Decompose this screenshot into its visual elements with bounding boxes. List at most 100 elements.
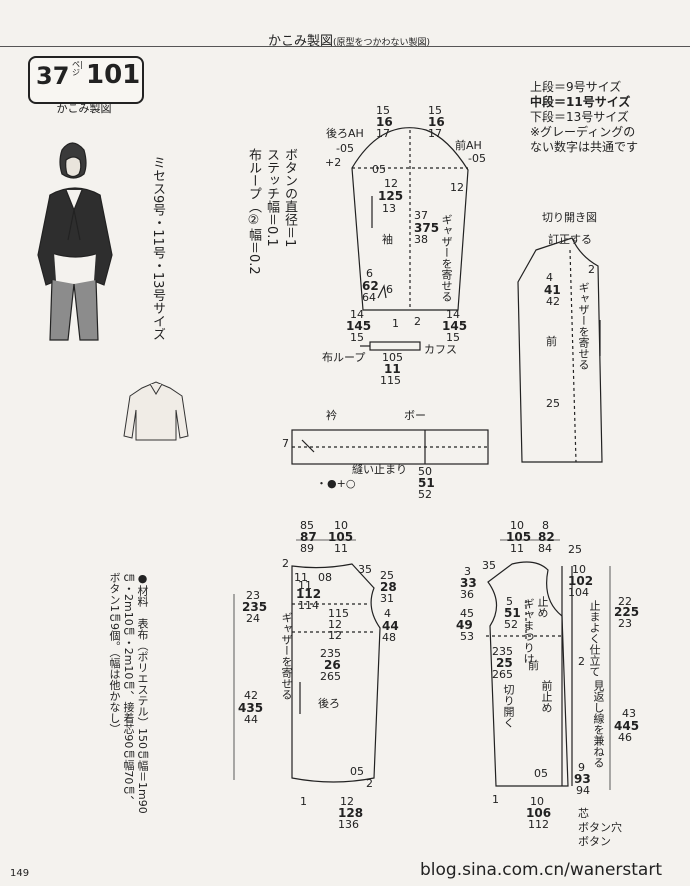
front-armhole-label: 前AH <box>455 139 482 152</box>
front-len-13: 46 <box>618 731 632 744</box>
back-armhole-label: 後ろAH <box>326 127 364 140</box>
back-top-13: 89 <box>300 542 314 555</box>
back-len-11: 435 <box>238 701 264 715</box>
back-yoke-9: 115 <box>328 607 349 620</box>
cutopen-front-label: 前 <box>546 335 557 348</box>
front-len-9: 43 <box>622 707 636 720</box>
cutopen-pattern <box>517 237 603 463</box>
collar-pattern <box>291 429 489 465</box>
back-yoke-13: 12 <box>328 629 342 642</box>
sleeve-bottom-left-13: 15 <box>350 331 364 344</box>
front-top2-9: 8 <box>542 519 549 532</box>
sleeve-lower-11: 62 <box>362 279 379 293</box>
pattern-number: 101 <box>86 60 141 90</box>
dimension-lines <box>233 539 611 790</box>
front-v9-11: 93 <box>574 772 591 786</box>
front-center-stop: 前止め <box>540 680 553 713</box>
sleeve-top-left-13: 17 <box>376 127 390 140</box>
sleeve-gather-note: ギャザーを寄せる <box>440 214 453 302</box>
sleeve-05: 05 <box>372 163 386 176</box>
back-hem-13: 136 <box>338 818 359 831</box>
front-top1-9: 10 <box>510 519 524 532</box>
back-w26-13: 265 <box>320 670 341 683</box>
back-2: 2 <box>282 557 289 570</box>
front-right22-9: 22 <box>618 595 632 608</box>
sleeve-lower-9: 6 <box>366 267 373 280</box>
cuff-pattern <box>360 341 421 351</box>
sleeve-mid-center-13: 38 <box>414 233 428 246</box>
cutopen-25: 25 <box>546 397 560 410</box>
legend-upper: 上段＝9号サイズ <box>530 80 622 94</box>
cuff-width-9: 105 <box>382 351 403 364</box>
front-left3-9: 3 <box>464 565 471 578</box>
legend-lower: 下段＝13号サイズ <box>530 110 629 124</box>
materials-line2: ㎝・2m10㎝・2m10㎝、接着芯90㎝幅70㎝、 <box>122 572 135 807</box>
front-c5-13: 52 <box>504 618 518 631</box>
back-bodice-pattern <box>291 563 381 783</box>
back-w112-11: 112 <box>296 587 322 601</box>
legend-note2: ない数字は共通です <box>530 140 639 154</box>
front-right22-11: 225 <box>614 605 640 619</box>
back-right4-9: 4 <box>384 607 391 620</box>
front-gather-stop: ギャまつりけ <box>522 598 535 664</box>
cutopen-gather-note: ギャザーを寄せる <box>577 282 590 370</box>
size-legend: 上段＝9号サイズ 中段＝11号サイズ 下段＝13号サイズ ※グレーディングの な… <box>530 80 638 155</box>
sleeve-mid-left-13: 13 <box>382 202 396 215</box>
cutopen-2: 2 <box>588 263 595 276</box>
header-title: かこみ製図(原型をつかわない製図) <box>268 34 431 49</box>
collar-marks: ・●+○ <box>316 477 356 490</box>
back-yoke-11: 12 <box>328 618 342 631</box>
page-number: 149 <box>10 868 30 879</box>
cuff-width-11: 11 <box>384 362 401 376</box>
model-illustration <box>37 142 113 341</box>
back-side-11: 235 <box>242 600 268 614</box>
front-bodice-pattern <box>486 561 573 787</box>
front-hem-13: 112 <box>528 818 549 831</box>
size-range-vertical: ミセス9号・11号・13号サイズ <box>150 156 165 341</box>
collar-length-13: 52 <box>418 488 432 501</box>
sleeve-mid-center-9: 37 <box>414 209 428 222</box>
blouse-thumbnail <box>123 381 189 441</box>
back-35: 35 <box>358 563 372 576</box>
legend-note1: ※グレーディングの <box>530 125 636 139</box>
front-top1-11: 105 <box>506 530 532 544</box>
front-stop-label: 止め <box>536 596 549 618</box>
back-top2-13: 11 <box>334 542 348 555</box>
front-v9-9: 9 <box>578 761 585 774</box>
stitch-width-note: ステッチ幅＝0.1 <box>264 148 279 247</box>
front-armhole-value: -05 <box>468 152 486 165</box>
sleeve-label: 袖 <box>382 233 393 246</box>
back-shoulder-13: 31 <box>380 592 394 605</box>
materials-line3: ボタン1㎝9個。（幅は他かなし） <box>108 572 121 735</box>
page-unit: ペ|ジ <box>72 60 83 77</box>
front-c5-11: 51 <box>504 606 521 620</box>
collar-length-9: 50 <box>418 465 432 478</box>
sleeve-top-right-13: 17 <box>428 127 442 140</box>
back-1: 1 <box>300 795 307 808</box>
interfacing-label: 芯 <box>578 807 589 820</box>
back-w112-13: 114 <box>298 599 319 612</box>
collar-7: 7 <box>282 437 289 450</box>
sleeve-mid-left-11: 125 <box>378 189 404 203</box>
sleeve-bottom-left-9: 14 <box>350 308 364 321</box>
cutopen-title: 切り開き図 <box>542 211 597 224</box>
page-ref: 37 <box>36 62 70 90</box>
front-left45-9: 45 <box>460 607 474 620</box>
back-08: 08 <box>318 571 332 584</box>
header-subtitle: (原型をつかわない製図) <box>333 38 431 48</box>
footer-url: blog.sina.com.cn/wanerstart <box>420 860 662 880</box>
back-w26-9: 235 <box>320 647 341 660</box>
sleeve-mid-center-11: 375 <box>414 221 440 235</box>
front-w25-11: 25 <box>496 656 513 670</box>
cuff-label: カフス <box>424 343 457 356</box>
front-cut-open: 切り開く <box>502 684 515 728</box>
front-05: 05 <box>534 767 548 780</box>
front-len-11: 445 <box>614 719 640 733</box>
back-side-13: 24 <box>246 612 260 625</box>
front-hem-11: 106 <box>526 806 552 820</box>
back-side-9: 23 <box>246 589 260 602</box>
front-right-note: 止まよく仕立て <box>588 600 601 677</box>
back-hem-9: 12 <box>340 795 354 808</box>
front-left45-13: 53 <box>460 630 474 643</box>
back-shoulder-9: 25 <box>380 569 394 582</box>
